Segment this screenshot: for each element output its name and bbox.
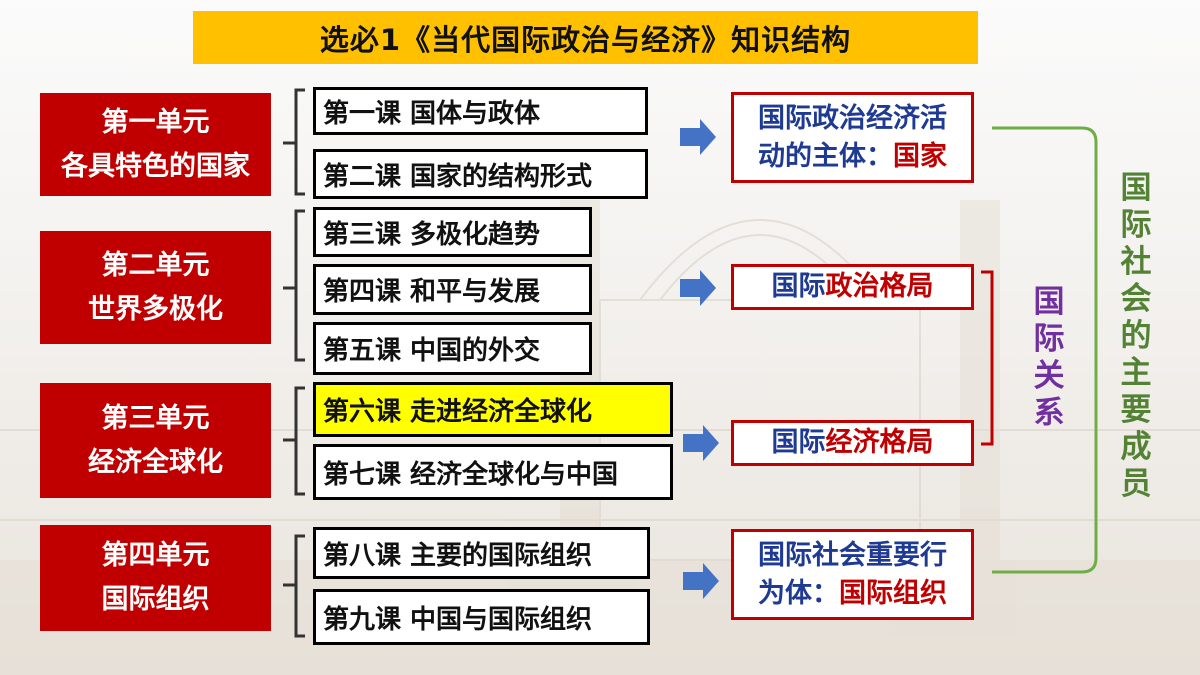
lesson-6: 第六课 走进经济全球化: [313, 382, 673, 437]
unit-4-box: 第四单元 国际组织: [40, 525, 271, 631]
intl-relations-label: 国际关系: [1033, 284, 1065, 431]
unit-1-box: 第一单元 各具特色的国家: [40, 93, 271, 196]
result-political-pattern: 国际政治格局: [731, 264, 974, 310]
unit-1-name: 各具特色的国家: [61, 150, 250, 182]
unit-3-number: 第三单元: [101, 402, 210, 434]
unit-3-name: 经济全球化: [88, 446, 223, 478]
lesson-4: 第四课 和平与发展: [313, 264, 592, 315]
unit-4-name: 国际组织: [101, 584, 210, 615]
result-state-line1: 国际政治经济活: [758, 102, 947, 134]
result-org-line1: 国际社会重要行: [758, 539, 947, 571]
lesson-1: 第一课 国体与政体: [313, 87, 648, 135]
unit-4-number: 第四单元: [101, 540, 210, 571]
page-title: 选必1《当代国际政治与经济》知识结构: [193, 11, 978, 64]
lesson-2: 第二课 国家的结构形式: [313, 149, 648, 199]
result-state-line2: 动的主体：国家: [758, 140, 947, 172]
main-members-label: 国际社会的主要成员: [1120, 170, 1152, 502]
unit-1-number: 第一单元: [101, 106, 210, 138]
lesson-3: 第三课 多极化趋势: [313, 207, 592, 257]
unit-2-box: 第二单元 世界多极化: [40, 231, 271, 344]
result-org-line2: 为体：国际组织: [758, 577, 947, 609]
result-intl-org: 国际社会重要行 为体：国际组织: [731, 529, 974, 620]
lesson-5: 第五课 中国的外交: [313, 322, 592, 375]
unit-2-name: 世界多极化: [88, 293, 223, 325]
lesson-8: 第八课 主要的国际组织: [313, 527, 650, 579]
unit-2-number: 第二单元: [101, 249, 210, 281]
lesson-9: 第九课 中国与国际组织: [313, 589, 650, 645]
lesson-7: 第七课 经济全球化与中国: [313, 444, 673, 500]
unit-3-box: 第三单元 经济全球化: [40, 383, 271, 498]
result-economic-pattern: 国际经济格局: [731, 420, 974, 466]
result-state: 国际政治经济活 动的主体：国家: [731, 92, 974, 183]
